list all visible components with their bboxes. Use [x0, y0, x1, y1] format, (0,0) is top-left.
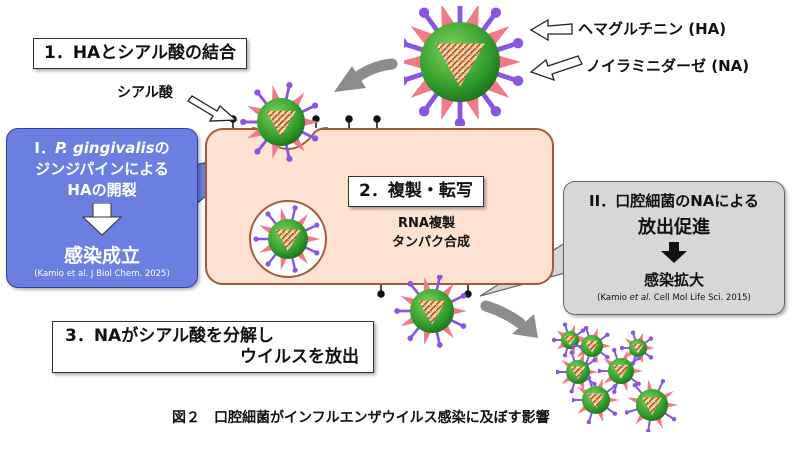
callout-blue-line1: I．P. gingivalisの: [7, 137, 197, 158]
rna-replication-label: RNA複製: [398, 216, 455, 231]
approach-arrow-head: [334, 66, 366, 92]
sialic-acid-label: シアル酸: [117, 85, 173, 101]
virus-released-6: [572, 376, 620, 424]
callout-blue-result: 感染成立: [63, 245, 140, 267]
callout-blue-suffix: の: [154, 139, 170, 157]
virus-large: [404, 6, 524, 126]
release-arrow: [480, 300, 526, 329]
step1-text: 1．HAとシアル酸の結合: [44, 43, 237, 63]
virus-released-4: [556, 350, 599, 394]
callout-gray-down-arrow: [661, 242, 687, 263]
gingipain-callout: I．P. gingivalisの ジンジパインによる HAの開裂 感染成立 (K…: [6, 128, 198, 288]
protein-synthesis-label: タンパク合成: [392, 235, 471, 250]
step2-text: 2．複製・転写: [359, 181, 473, 201]
callout-blue-line2: ジンジパインによる: [35, 160, 169, 178]
callout-blue-species: P. gingivalis: [54, 139, 155, 157]
virus-released-3: [620, 330, 655, 366]
sialic-receptors: [229, 115, 472, 298]
callout-gray-citation-etal: et al.: [629, 293, 652, 303]
callout-gray-citation-post: Cell Mol Life Sci. 2015): [651, 293, 751, 303]
sialic-pointer-arrow: [187, 95, 238, 122]
virus-released-7: [625, 378, 679, 432]
callout-gray-line1: II．口腔細菌のNAによる: [589, 192, 759, 210]
na-pointer-arrow: [529, 55, 583, 82]
callout-blue-line3: HAの開裂: [67, 181, 137, 199]
callout-gray-citation-pre: (Kamio: [597, 293, 630, 303]
na-label: ノイラミニダーゼ (NA): [586, 57, 750, 75]
ha-label: ヘマグルチニン (HA): [578, 20, 727, 38]
approach-arrow: [350, 58, 398, 84]
step3-line1: 3．NAがシアル酸を分解し: [65, 326, 275, 346]
ha-pointer-arrow: [529, 18, 573, 42]
step3-box: 3．NAがシアル酸を分解し ウイルスを放出: [52, 321, 374, 373]
callout-gray-line2: 放出促進: [638, 217, 710, 238]
callout-blue-down-arrow: [81, 203, 123, 236]
virus-attaching: [240, 82, 319, 162]
callout-gray-citation: (Kamio et al. Cell Mol Life Sci. 2015): [564, 293, 784, 303]
step3-line2: ウイルスを放出: [240, 347, 359, 367]
callout-blue-number: I．: [34, 139, 55, 157]
callout-blue-citation: (Kamio et al. J Biol Chem. 2025): [34, 269, 170, 279]
virus-endosome: [249, 200, 327, 278]
release-arrow-head: [512, 314, 538, 338]
virus-budding: [394, 275, 467, 348]
figure-caption: 図２ 口腔細菌がインフルエンザウイルス感染に及ぼす影響: [172, 410, 550, 426]
na-release-callout: II．口腔細菌のNAによる 放出促進 感染拡大 (Kamio et al. Ce…: [563, 181, 785, 315]
step1-box: 1．HAとシアル酸の結合: [33, 38, 248, 69]
callout-gray-result: 感染拡大: [643, 271, 704, 289]
step2-box: 2．複製・転写: [348, 176, 484, 207]
